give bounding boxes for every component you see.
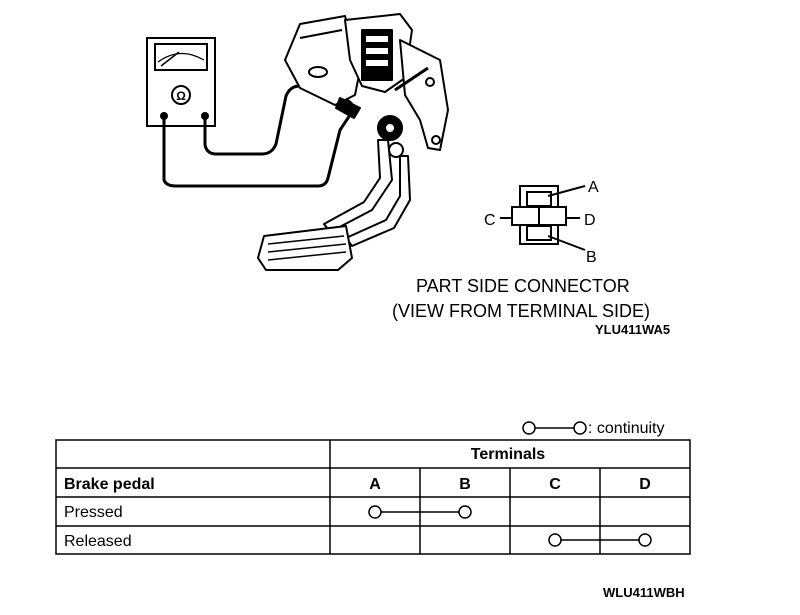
continuity-legend-text: : continuity — [588, 420, 664, 437]
connector-caption-line1: PART SIDE CONNECTOR — [416, 276, 630, 296]
table-column-d: D — [639, 476, 651, 493]
pin-d-label: D — [584, 212, 596, 229]
pressed-continuity-dot-a — [368, 505, 382, 519]
table-row-pressed-label: Pressed — [64, 504, 123, 521]
table-row-header: Brake pedal — [64, 476, 155, 493]
table-column-b: B — [459, 476, 471, 493]
table-row-released-label: Released — [64, 533, 132, 550]
released-continuity-c-d — [548, 533, 652, 547]
svg-text:Ω: Ω — [176, 89, 186, 103]
figure-code-top: YLU411WA5 — [595, 322, 670, 337]
connector-caption-line2: (VIEW FROM TERMINAL SIDE) — [392, 301, 650, 321]
continuity-table — [55, 439, 691, 555]
released-continuity-dot-d — [638, 533, 652, 547]
ohmmeter: Ω — [146, 37, 216, 127]
brake-pedal-assembly — [257, 13, 449, 271]
pin-b-label: B — [586, 249, 597, 266]
continuity-legend-symbol — [522, 421, 587, 435]
table-column-c: C — [549, 476, 561, 493]
released-continuity-dot-c — [548, 533, 562, 547]
table-column-a: A — [369, 476, 381, 493]
part-side-connector — [500, 185, 586, 251]
pin-a-label: A — [588, 179, 599, 196]
table-terminals-header: Terminals — [471, 446, 546, 463]
pressed-continuity-a-b — [368, 505, 472, 519]
figure-code-bottom: WLU411WBH — [603, 585, 685, 600]
meter-leads — [162, 84, 353, 188]
pin-c-label: C — [484, 212, 496, 229]
pressed-continuity-dot-b — [458, 505, 472, 519]
